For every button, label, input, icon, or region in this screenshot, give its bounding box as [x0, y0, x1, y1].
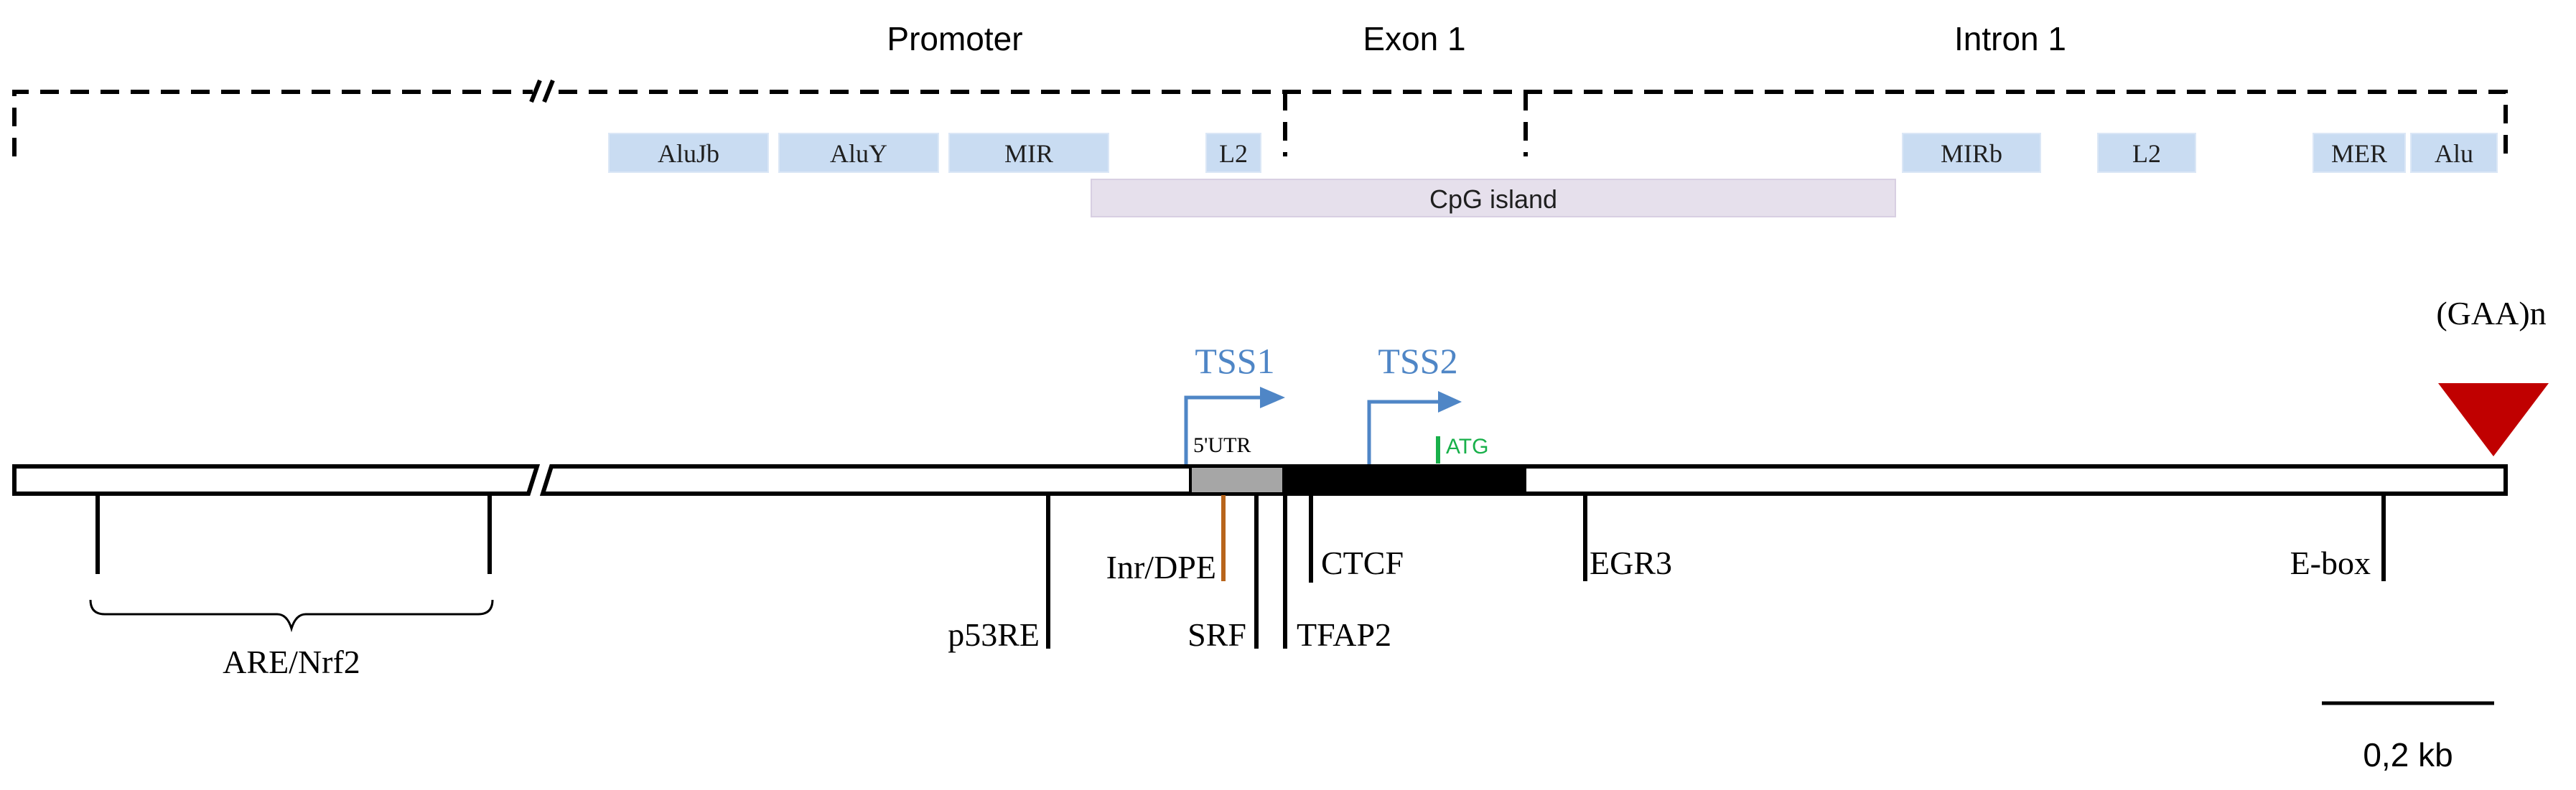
repeat-l2-promoter: L2 — [1205, 133, 1261, 173]
repeat-elements: AluJb AluY MIR L2 MIRb L2 MER Alu — [608, 133, 2498, 173]
repeat-alu: Alu — [2410, 133, 2498, 173]
repeat-mir-label: MIR — [1004, 139, 1053, 168]
region-bracket — [12, 90, 2508, 156]
tss1-arrowhead — [1260, 387, 1285, 408]
tss1-arrow — [1184, 395, 1264, 468]
repeat-aluy-label: AluY — [830, 139, 887, 168]
gaa-repeat-triangle — [2438, 383, 2549, 456]
ebox-label: E-box — [2290, 545, 2371, 581]
tss2-arrowhead — [1438, 391, 1462, 413]
are-label: ARE/Nrf2 — [223, 644, 360, 680]
p53re-label: p53RE — [948, 616, 1040, 653]
tss2-label: TSS2 — [1378, 341, 1457, 381]
repeat-aluy: AluY — [778, 133, 939, 173]
repeat-l2-intron-label: L2 — [2132, 139, 2161, 168]
repeat-aluj-label: AluJb — [658, 139, 719, 168]
ctcf-label: CTCF — [1321, 545, 1404, 581]
egr3-label: EGR3 — [1590, 545, 1672, 581]
repeat-aluj: AluJb — [608, 133, 769, 173]
are-bracket — [95, 495, 492, 574]
cpg-island: CpG island — [1091, 179, 1896, 217]
exon1-segment — [1284, 466, 1526, 494]
inr-label: Inr/DPE — [1106, 549, 1216, 586]
region-break-mark — [529, 79, 555, 103]
tss2-arrow — [1367, 400, 1442, 468]
scale-bar-label: 0,2 kb — [2363, 736, 2453, 773]
intron1-label: Intron 1 — [1954, 20, 2066, 57]
repeat-mir: MIR — [948, 133, 1109, 173]
promoter-label: Promoter — [887, 20, 1022, 57]
gaa-label: (GAA)n — [2436, 295, 2546, 331]
srf-label: SRF — [1187, 616, 1246, 653]
exon1-label: Exon 1 — [1363, 20, 1465, 57]
repeat-mer-label: MER — [2331, 139, 2387, 168]
repeat-mer: MER — [2313, 133, 2406, 173]
tfap2-label: TFAP2 — [1297, 616, 1391, 653]
repeat-mirb-label: MIRb — [1941, 139, 2002, 168]
utr-label: 5'UTR — [1193, 433, 1251, 457]
repeat-mirb: MIRb — [1902, 133, 2041, 173]
repeat-alu-label: Alu — [2435, 139, 2473, 168]
are-brace — [89, 599, 494, 633]
repeat-l2-promoter-label: L2 — [1219, 139, 1248, 168]
repeat-l2-intron: L2 — [2097, 133, 2196, 173]
atg-label: ATG — [1446, 435, 1488, 459]
cpg-island-label: CpG island — [1429, 184, 1557, 214]
tss1-label: TSS1 — [1195, 341, 1274, 381]
utr-segment — [1189, 465, 1285, 495]
